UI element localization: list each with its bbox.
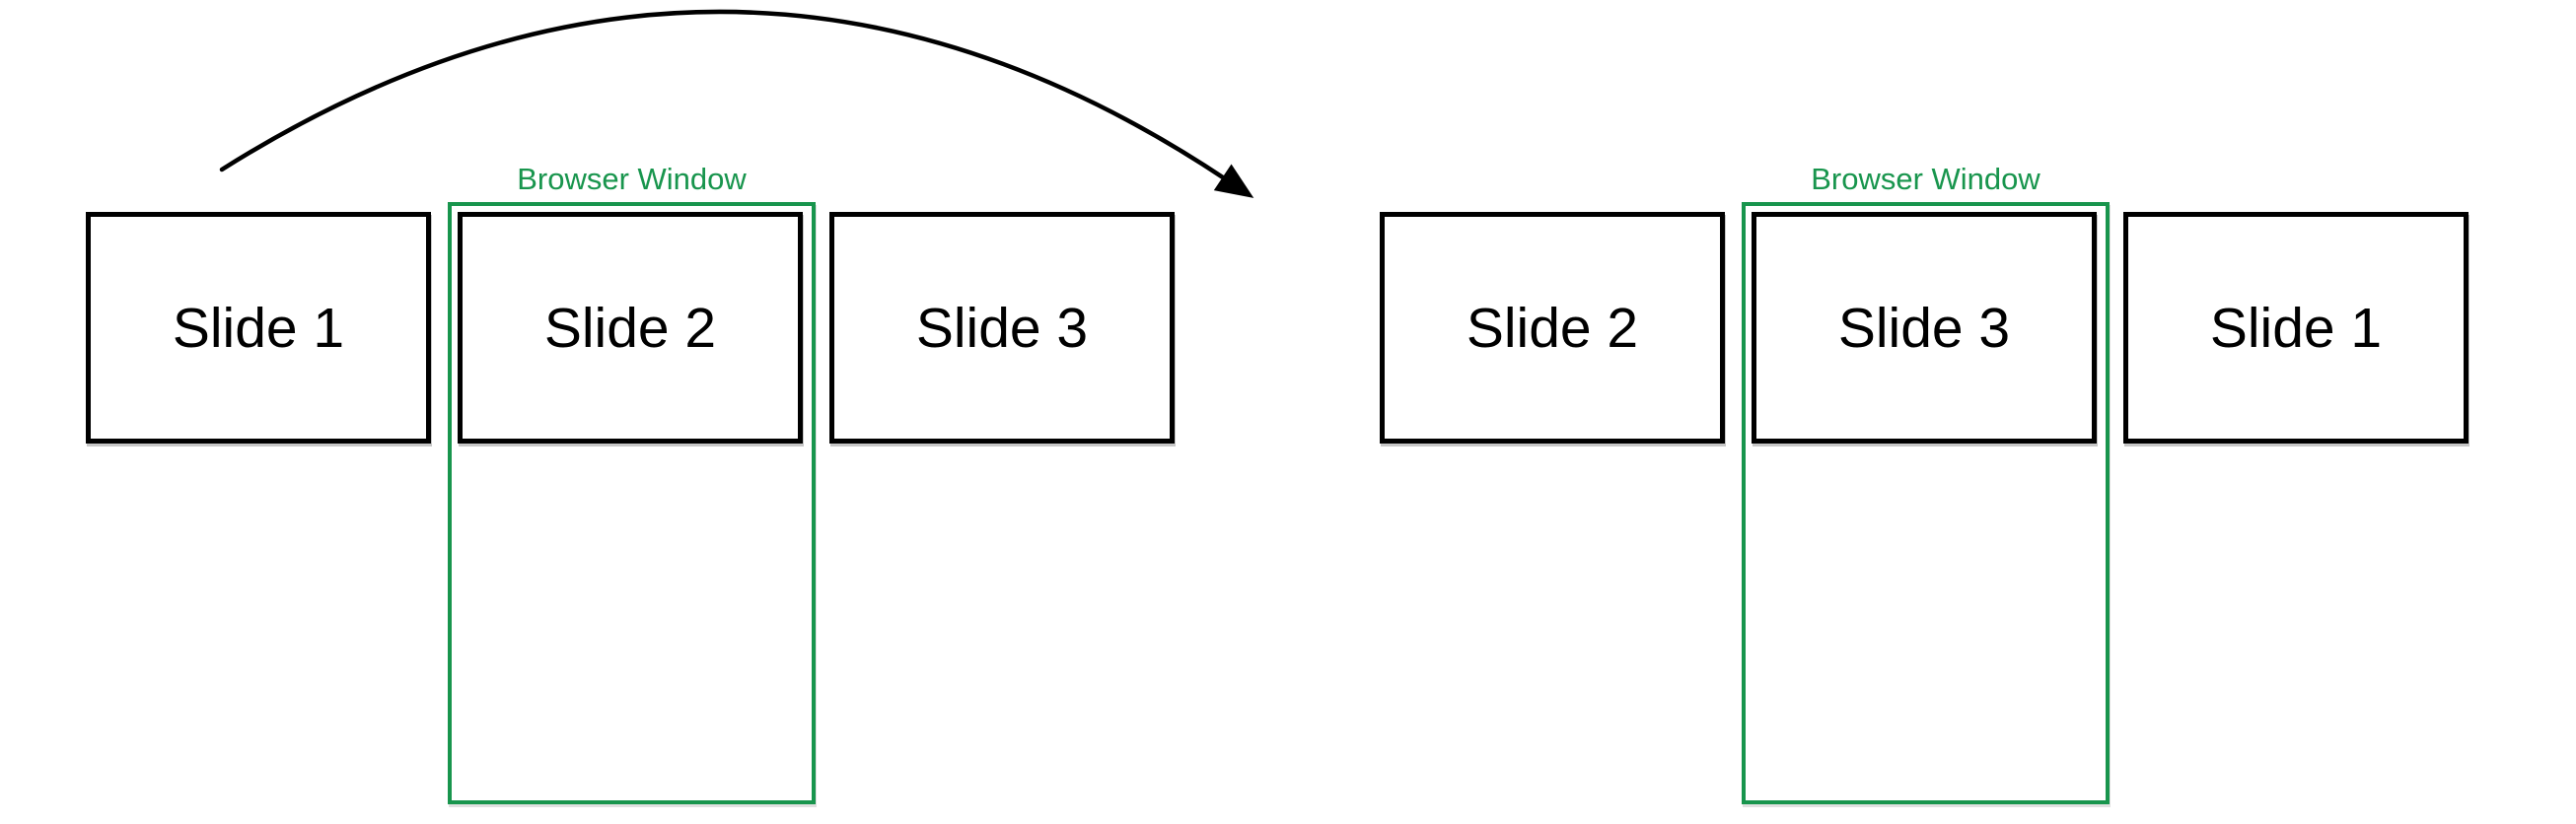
slide-box: Slide 3 [829, 212, 1175, 444]
browser-window-frame [1742, 202, 2110, 804]
carousel-state-before: Browser Window Slide 1 Slide 2 Slide 3 [86, 162, 1175, 804]
slide-box-in-browser-window: Slide 3 [1752, 212, 2097, 444]
slide-box: Slide 1 [2123, 212, 2469, 444]
slide-box: Slide 1 [86, 212, 431, 444]
slide-box: Slide 2 [1380, 212, 1725, 444]
browser-window-label: Browser Window [1811, 162, 2040, 196]
browser-window-frame [448, 202, 816, 804]
slide-box-in-browser-window: Slide 2 [458, 212, 803, 444]
carousel-state-after: Browser Window Slide 2 Slide 3 Slide 1 [1294, 0, 2576, 824]
browser-window-label: Browser Window [517, 162, 747, 196]
